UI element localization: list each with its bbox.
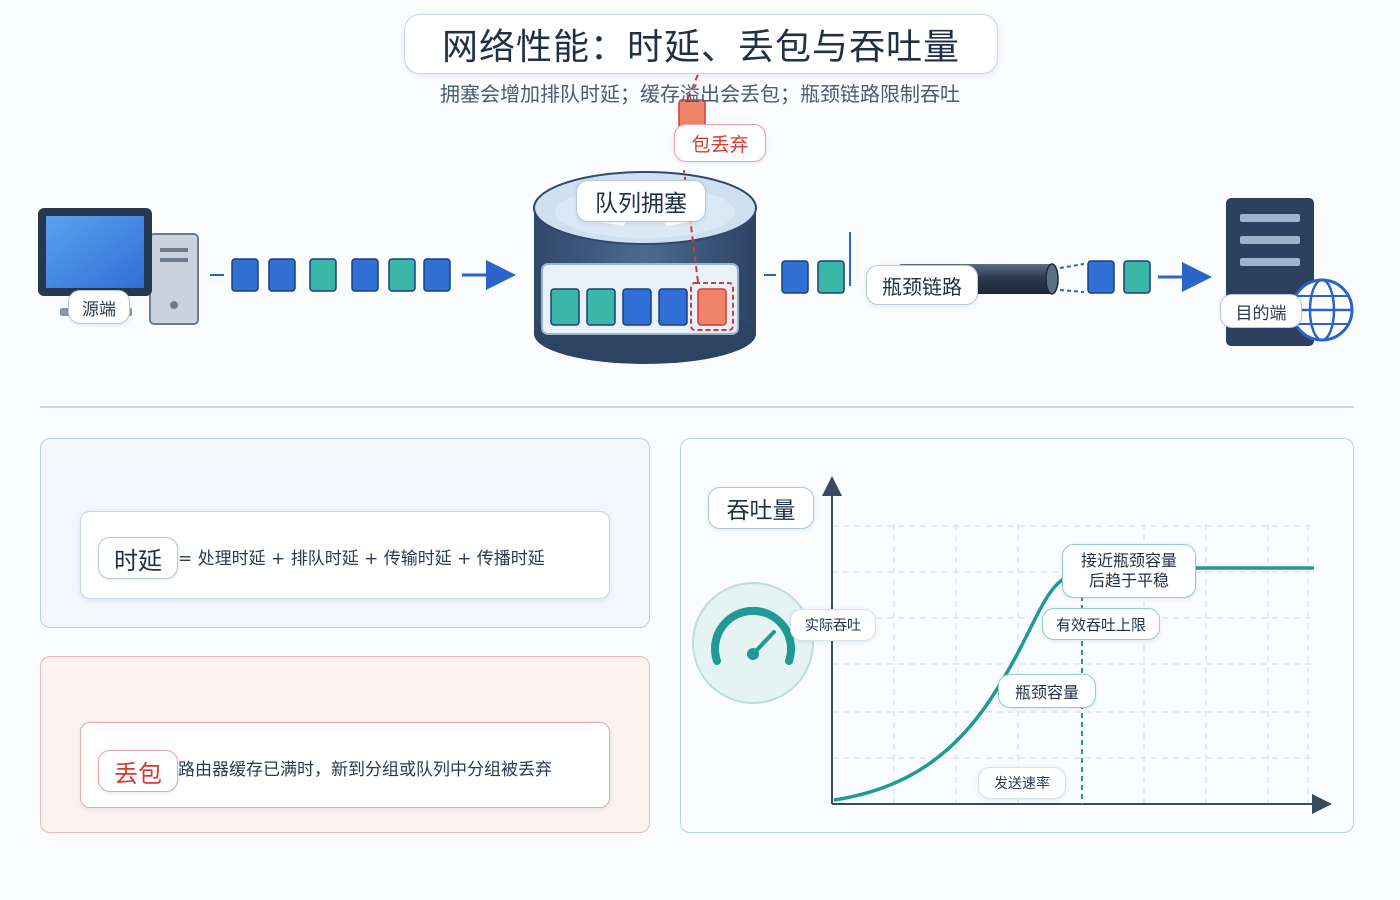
queued-packet: [586, 288, 616, 326]
upper-limit-label: 有效吞吐上限: [1042, 608, 1160, 640]
delivered-packets: [1087, 260, 1151, 294]
drop-label: 包丢弃: [674, 124, 766, 162]
queue-label: 队列拥塞: [576, 180, 706, 222]
capacity-label: 瓶颈容量: [998, 674, 1096, 708]
throughput-curve: [833, 566, 1314, 802]
plateau-label-line2: 后趋于平稳: [1088, 571, 1169, 590]
queued-packet: [550, 288, 580, 326]
x-axis-label: 发送速率: [978, 767, 1066, 799]
queue-buffer: [550, 288, 727, 326]
packet: [309, 258, 337, 292]
plateau-label: 接近瓶颈容量 后趋于平稳: [1062, 544, 1196, 598]
forwarded-packets: [781, 260, 845, 294]
packet: [1123, 260, 1151, 294]
queued-packet: [622, 288, 652, 326]
globe-icon: [1290, 278, 1354, 342]
source-label: 源端: [68, 290, 130, 324]
loss-label: 丢包: [98, 750, 178, 792]
packet: [1087, 260, 1115, 294]
queued-packet: [658, 288, 688, 326]
loss-description: 路由器缓存已满时，新到分组或队列中分组被丢弃: [178, 760, 552, 780]
throughput-label: 吞吐量: [708, 487, 814, 529]
incoming-packets: [231, 258, 451, 292]
bottleneck-label: 瓶颈链路: [866, 265, 978, 305]
gauge-label: 实际吞吐: [790, 609, 876, 641]
dropped-queued-packet: [697, 288, 727, 326]
packet: [268, 258, 296, 292]
destination-label: 目的端: [1220, 294, 1302, 328]
packet: [781, 260, 809, 294]
packet: [423, 258, 451, 292]
page-subtitle: 拥塞会增加排队时延；缓存溢出会丢包；瓶颈链路限制吞吐: [440, 82, 960, 106]
plateau-label-line1: 接近瓶颈容量: [1080, 551, 1177, 570]
latency-label: 时延: [98, 537, 178, 579]
dropped-slot: [690, 282, 734, 331]
latency-formula: = 处理时延 + 排队时延 + 传输时延 + 传播时延: [178, 549, 545, 569]
packet: [351, 258, 379, 292]
packet: [388, 258, 416, 292]
packet: [231, 258, 259, 292]
packet: [817, 260, 845, 294]
throughput-grid: [832, 524, 1310, 804]
gauge-icon: [692, 582, 814, 704]
page-title: 网络性能：时延、丢包与吞吐量: [404, 14, 998, 74]
